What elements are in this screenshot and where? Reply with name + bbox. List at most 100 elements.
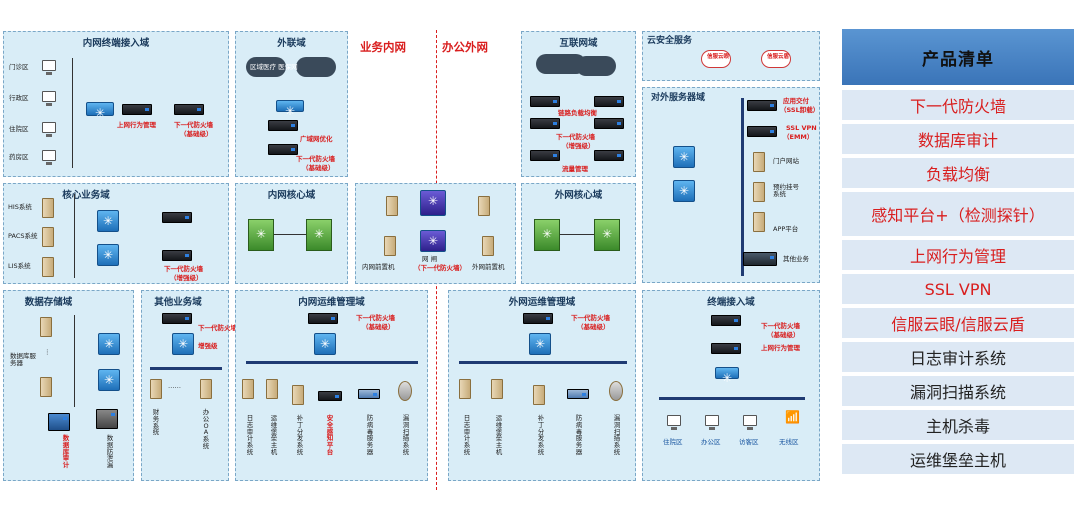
app-delivery-label: 应用交付 [783, 97, 809, 105]
extranet-front-label: 外网前置机 [472, 263, 505, 271]
lb-device-icon [530, 96, 560, 107]
firewall-device-icon [268, 144, 298, 155]
core-switch-icon [594, 219, 620, 251]
server-icon [42, 227, 54, 247]
product-item: 感知平台+（检测探针） [842, 192, 1074, 236]
zone-title: 数据存储域 [24, 297, 73, 308]
terminal-area-label: 办公区 [701, 438, 721, 446]
zone-title: 内网运维管理域 [298, 297, 365, 308]
zone-title: 外联域 [277, 38, 306, 49]
ops-item-label: 补丁分发系统 [537, 414, 545, 457]
traffic-device-icon [530, 150, 560, 161]
firewall-device-icon [162, 250, 192, 261]
antivirus-device-icon [567, 389, 589, 399]
product-list-title: 产品清单 [842, 29, 1074, 85]
gateway-top-icon [420, 190, 446, 216]
firewall-device-icon [530, 118, 560, 129]
ops-item-label: 漏洞扫描系统 [613, 414, 621, 457]
server-bus-line [741, 98, 744, 276]
zone-external-server: 对外服务器域 应用交付 （SSL卸载） SSL VPN （EMM） 门户网站 预… [642, 87, 820, 283]
behavior-mgmt-label: 上网行为管理 [761, 344, 800, 352]
zone-title: 云安全服务 [647, 36, 693, 46]
product-item: 数据库审计 [842, 124, 1074, 154]
behavior-mgmt-device-icon [122, 104, 152, 115]
cloud-icon [246, 57, 286, 77]
zone-internet: 互联网域 链路负载均衡 下一代防火墙 （增强级） 流量管理 [521, 31, 636, 177]
ellipsis: …… [168, 382, 181, 390]
zone-title: 互联网域 [559, 38, 598, 49]
ssl-vpn-device-icon [747, 126, 777, 137]
wireless-icon: 📶 [785, 410, 800, 424]
cloud-label: 区域医疗 医保网 [250, 63, 298, 71]
finance-label: 财务系统 [152, 408, 160, 437]
other-business-label: 其他业务 [783, 255, 809, 263]
pc-icon [705, 415, 719, 430]
link-line [72, 58, 73, 168]
product-item: 日志审计系统 [842, 342, 1074, 372]
firewall-device-icon [711, 315, 741, 326]
traffic-device-icon [594, 150, 624, 161]
zone-intranet-ops: 内网运维管理域 下一代防火墙 （基础级） 日志审计系统 运维堡垒主机 补丁分发系… [235, 290, 428, 481]
scanner-icon [609, 381, 623, 401]
server-icon [459, 379, 471, 399]
product-item: 负载均衡 [842, 158, 1074, 188]
switch-icon [673, 180, 695, 202]
zone-intranet-core: 内网核心域 [235, 183, 348, 284]
ssl-vpn-sub-label: （EMM） [783, 133, 814, 141]
firewall-label: 下一代防火墙 [174, 121, 213, 129]
server-icon [242, 379, 254, 399]
core-switch-icon [306, 219, 332, 251]
bus-line [246, 361, 418, 364]
firewall-device-icon [594, 118, 624, 129]
server-icon [753, 182, 765, 202]
wan-opt-label: 广域网优化 [300, 135, 333, 143]
product-item: 信服云眼/信服云盾 [842, 308, 1074, 338]
firewall-label: 下一代防火墙 [761, 322, 800, 330]
firewall-level-label: （基础级） [302, 164, 335, 172]
traffic-label: 流量管理 [562, 165, 588, 173]
pc-icon [42, 60, 56, 75]
server-icon [482, 236, 494, 256]
area-label: 药房区 [9, 153, 29, 161]
bus-line [150, 367, 222, 370]
firewall-device-icon [523, 313, 553, 324]
server-icon [150, 379, 162, 399]
server-icon [200, 379, 212, 399]
zone-title: 核心业务域 [62, 190, 110, 201]
behavior-mgmt-device-icon [711, 343, 741, 354]
cloud-icon [576, 56, 616, 76]
zone-intranet-terminal: 内网终端接入域 门诊区 行政区 住院区 药房区 上网行为管理 下一代防火墙 （基… [3, 31, 229, 177]
link-line [274, 234, 306, 235]
zone-extranet-core: 外网核心域 [521, 183, 636, 284]
ops-item-label: 运维堡垒主机 [270, 414, 278, 457]
zone-gateway: 内网前置机 网 闸 （下一代防火墙） 外网前置机 [355, 183, 516, 284]
server-icon [384, 236, 396, 256]
antivirus-device-icon [358, 389, 380, 399]
product-item: 上网行为管理 [842, 240, 1074, 270]
system-label: PACS系统 [8, 232, 38, 240]
db-server-label: 数据库服务器 [10, 352, 36, 368]
firewall-label: 下一代防火墙 [164, 265, 203, 273]
zone-title: 其他业务域 [154, 297, 202, 308]
product-item: SSL VPN [842, 274, 1074, 304]
firewall-level-label: （增强级） [562, 142, 595, 150]
switch-icon [98, 369, 120, 391]
bus-line [659, 397, 805, 400]
switch-icon [715, 367, 739, 386]
lb-device-icon [594, 96, 624, 107]
scanner-icon [398, 381, 412, 401]
ssl-vpn-label: SSL VPN [786, 124, 817, 132]
app-delivery-device-icon [747, 100, 777, 111]
server-icon [40, 317, 52, 337]
firewall-device-icon [174, 104, 204, 115]
ops-item-label: 漏洞扫描系统 [402, 414, 410, 457]
terminal-area-label: 无线区 [779, 438, 799, 446]
link-line [560, 234, 594, 235]
app-label: APP平台 [773, 225, 799, 233]
db-audit-device-icon [48, 413, 70, 431]
server-icon [491, 379, 503, 399]
pc-icon [42, 91, 56, 106]
zone-data-storage: 数据存储域 ⋮ 数据库服务器 数据库审计 数据防泄漏 [3, 290, 134, 481]
cloud-icon [536, 54, 586, 74]
